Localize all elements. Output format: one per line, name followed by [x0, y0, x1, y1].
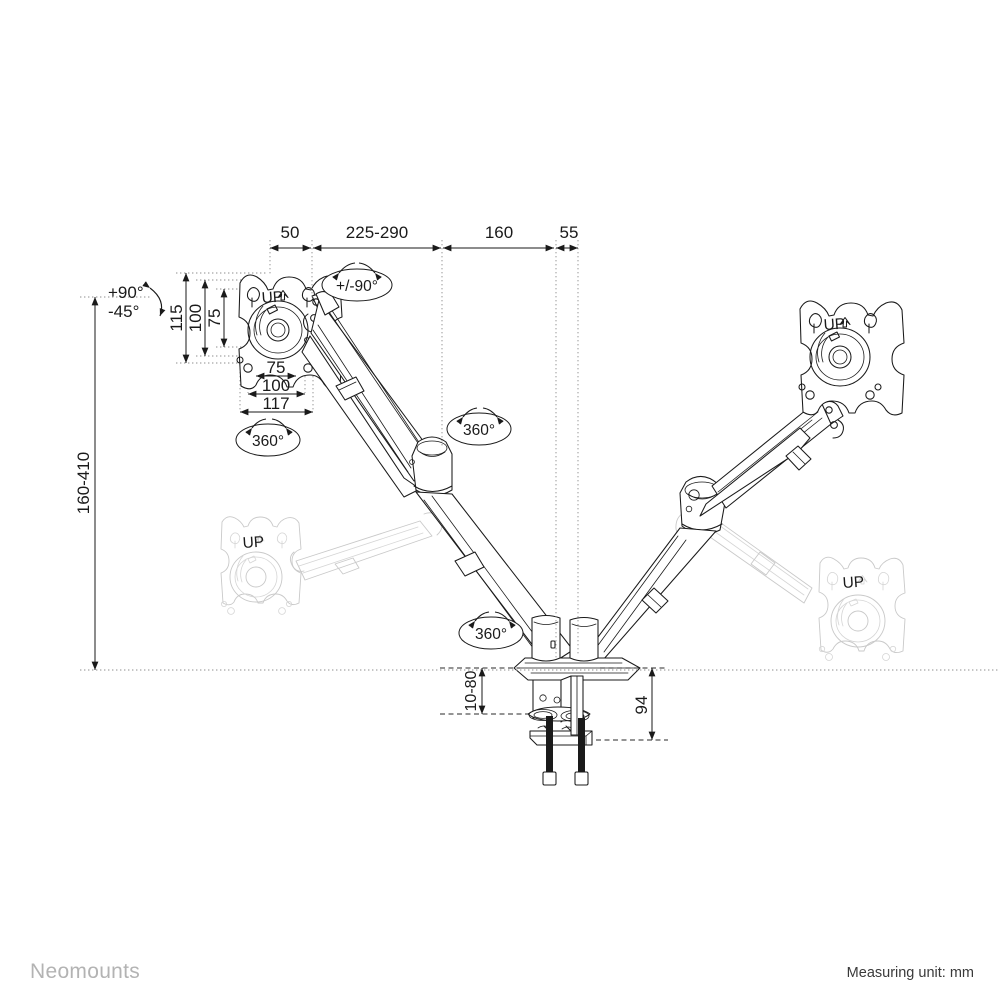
right-monitor-plate-ghost: UP [818, 556, 906, 661]
desk-clamp-base [513, 614, 641, 786]
rotation-label-joint: 360° [463, 422, 495, 439]
left-arm-ghost [289, 512, 443, 581]
dim-label-50: 50 [281, 223, 300, 242]
tilt-down-label: -45° [108, 302, 139, 321]
brand-logo-text: Neomounts [30, 960, 140, 983]
svg-text:UP: UP [242, 534, 265, 552]
tilt-angle-callout: +90° -45° [108, 281, 166, 321]
rotation-callout-vesa-360: 360° [235, 418, 301, 457]
height-range-dimension: 160-410 [74, 296, 1000, 671]
rotation-label-vesa: 360° [252, 433, 284, 450]
svg-text:UP: UP [261, 289, 284, 307]
svg-text:UP: UP [842, 574, 865, 592]
dim-label-55: 55 [560, 223, 579, 242]
rotation-label-base: 360° [475, 626, 507, 643]
rotation-callout-joint-360: 360° [446, 407, 512, 446]
dim-label-75-width: 75 [267, 358, 286, 377]
right-monitor-plate: UP [798, 300, 905, 416]
dim-label-117-width: 117 [262, 394, 289, 413]
rotation-callout-base-360: 360° [458, 611, 524, 650]
dim-label-160-410: 160-410 [74, 452, 93, 514]
left-monitor-plate-ghost: UP [220, 516, 302, 615]
right-gas-spring-arm [699, 399, 837, 517]
dim-label-94: 94 [632, 696, 651, 715]
vesa-vertical-dimensions: 115 100 75 [167, 272, 228, 364]
rotation-callout-tilt-90: +/-90° [321, 262, 393, 302]
dim-label-75-height: 75 [205, 309, 224, 328]
measuring-unit-note: Measuring unit: mm [847, 965, 974, 981]
dim-label-225-290: 225-290 [346, 223, 408, 242]
right-arm-assembly: UP [575, 300, 906, 669]
dim-label-160: 160 [485, 223, 513, 242]
vesa-width-dimensions: 75 100 117 [239, 358, 314, 416]
svg-text:UP: UP [823, 316, 846, 334]
dim-label-10-80: 10-80 [463, 670, 480, 711]
dim-label-115: 115 [167, 304, 186, 331]
clamp-dimensions: 10-80 94 [440, 667, 668, 741]
rotation-label-pm90: +/-90° [336, 278, 378, 295]
top-dimension-chain: 50 225-290 160 55 [269, 223, 579, 660]
tilt-up-label: +90° [108, 283, 144, 302]
dim-label-100-height: 100 [186, 304, 205, 332]
dim-label-100-width: 100 [262, 376, 290, 395]
